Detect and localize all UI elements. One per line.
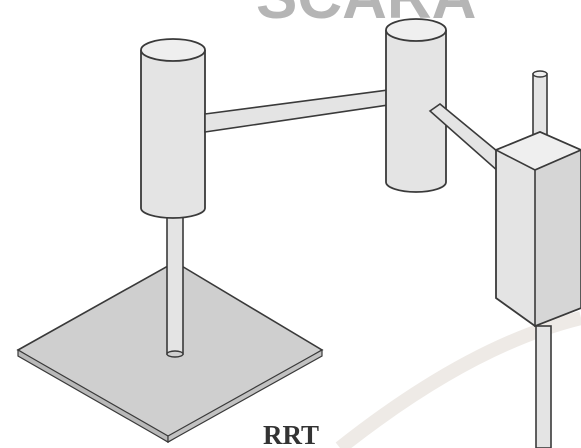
robot-type-caption: RRT [263,420,319,448]
prismatic-top-rod [532,70,548,141]
revolute-joint-2 [385,18,447,193]
base-rod [166,213,184,358]
watermark-arc [335,311,581,448]
prismatic-joint-block [494,131,581,328]
revolute-joint-1 [140,38,206,219]
link-arm-1 [204,89,389,133]
prismatic-output-rod [535,325,552,448]
